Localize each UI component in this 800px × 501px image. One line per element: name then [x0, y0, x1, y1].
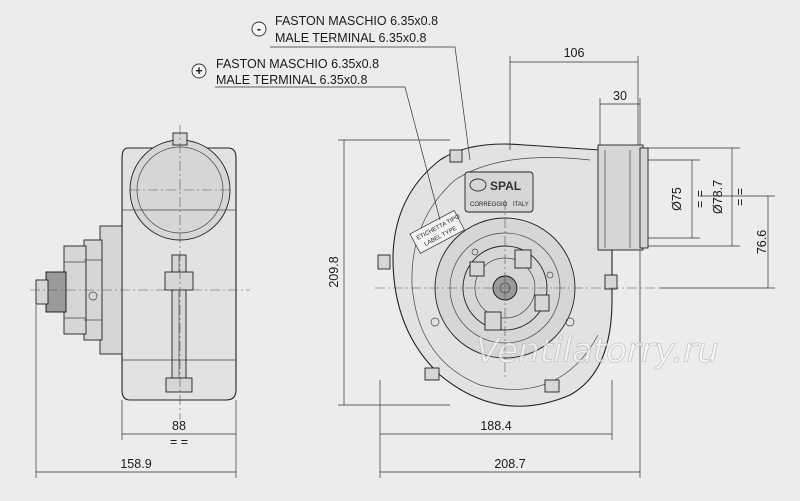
dim-76-6: 76.6: [755, 230, 769, 254]
side-view: [30, 125, 250, 420]
positive-terminal-line1: FASTON MASCHIO 6.35x0.8: [216, 57, 379, 71]
positive-sign: +: [195, 64, 202, 78]
dim-equal-75: = =: [693, 190, 707, 208]
dim-88: 88: [172, 419, 186, 433]
negative-sign-icon: [251, 21, 267, 37]
dimension-lines: [35, 46, 775, 478]
brand-logo: SPAL: [490, 179, 521, 193]
negative-sign: -: [257, 22, 261, 36]
positive-sign-icon: [191, 63, 207, 79]
dim-158-9: 158.9: [120, 457, 151, 471]
dim-equal-78-7: = =: [733, 188, 747, 206]
dim-diameter-75: Ø75: [670, 187, 684, 211]
dim-106: 106: [564, 46, 585, 60]
negative-terminal-line1: FASTON MASCHIO 6.35x0.8: [275, 14, 438, 28]
dim-209-8: 209.8: [327, 256, 341, 287]
dim-208-7: 208.7: [494, 457, 525, 471]
dim-188-4: 188.4: [480, 419, 511, 433]
dim-equal-88: = =: [170, 435, 188, 449]
dim-diameter-78-7: Ø78.7: [711, 180, 725, 214]
negative-terminal-line2: MALE TERMINAL 6.35x0.8: [275, 31, 427, 45]
watermark: Ventilatorry.ru: [476, 331, 719, 371]
brand-country: ITALY: [513, 202, 529, 208]
front-view: [375, 143, 660, 407]
positive-terminal-line2: MALE TERMINAL 6.35x0.8: [216, 73, 368, 87]
dim-30: 30: [613, 89, 627, 103]
brand-town: CORREGGIO: [470, 202, 508, 208]
